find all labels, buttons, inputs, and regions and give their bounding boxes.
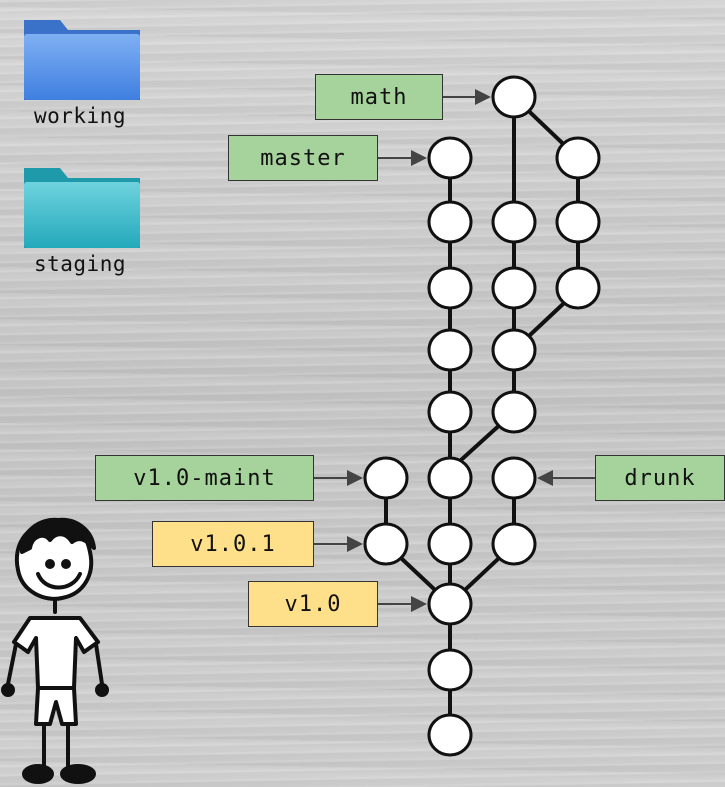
commit-node[interactable] [427, 456, 473, 500]
branch-label-drunk[interactable]: drunk [595, 455, 725, 501]
commit-node[interactable] [427, 648, 473, 692]
commit-node[interactable] [427, 713, 473, 757]
staging-folder-icon [24, 168, 140, 248]
commit-node[interactable] [491, 390, 537, 434]
branch-label-master-text: master [260, 145, 346, 171]
commit-node[interactable] [427, 328, 473, 372]
commit-node[interactable] [363, 522, 409, 566]
commit-node[interactable] [427, 390, 473, 434]
working-folder-label: working [33, 104, 126, 128]
tag-label-v1-0-1[interactable]: v1.0.1 [152, 521, 314, 567]
commit-node[interactable] [491, 75, 537, 119]
commit-node[interactable] [427, 266, 473, 310]
branch-label-master[interactable]: master [228, 135, 378, 181]
commit-node[interactable] [427, 200, 473, 244]
commit-node[interactable] [491, 328, 537, 372]
working-folder[interactable]: working [20, 8, 140, 128]
branch-label-v1-0-maint[interactable]: v1.0-maint [95, 455, 314, 501]
commit-node[interactable] [363, 456, 409, 500]
commit-node[interactable] [491, 266, 537, 310]
ref-arrows [314, 89, 595, 612]
branch-label-drunk-text: drunk [624, 465, 696, 491]
commit-node[interactable] [555, 136, 601, 180]
commit-node[interactable] [491, 200, 537, 244]
commit-node[interactable] [427, 136, 473, 180]
commit-node[interactable] [555, 266, 601, 310]
branch-label-math-text: math [350, 84, 408, 110]
commit-node[interactable] [555, 200, 601, 244]
commit-node[interactable] [427, 582, 473, 626]
staging-folder-label: staging [33, 252, 126, 276]
staging-folder[interactable]: staging [20, 156, 140, 276]
branch-label-math[interactable]: math [315, 74, 443, 120]
commit-node[interactable] [491, 456, 537, 500]
tag-label-v1-0[interactable]: v1.0 [248, 581, 378, 627]
commit-node[interactable] [427, 522, 473, 566]
branch-label-v1-0-maint-text: v1.0-maint [133, 465, 276, 491]
working-folder-icon [24, 20, 140, 100]
tag-label-v1-0-text: v1.0 [284, 591, 342, 617]
stick-figure-icon [1, 517, 109, 784]
tag-label-v1-0-1-text: v1.0.1 [190, 531, 276, 557]
commit-edges [384, 95, 580, 735]
commit-node[interactable] [491, 522, 537, 566]
